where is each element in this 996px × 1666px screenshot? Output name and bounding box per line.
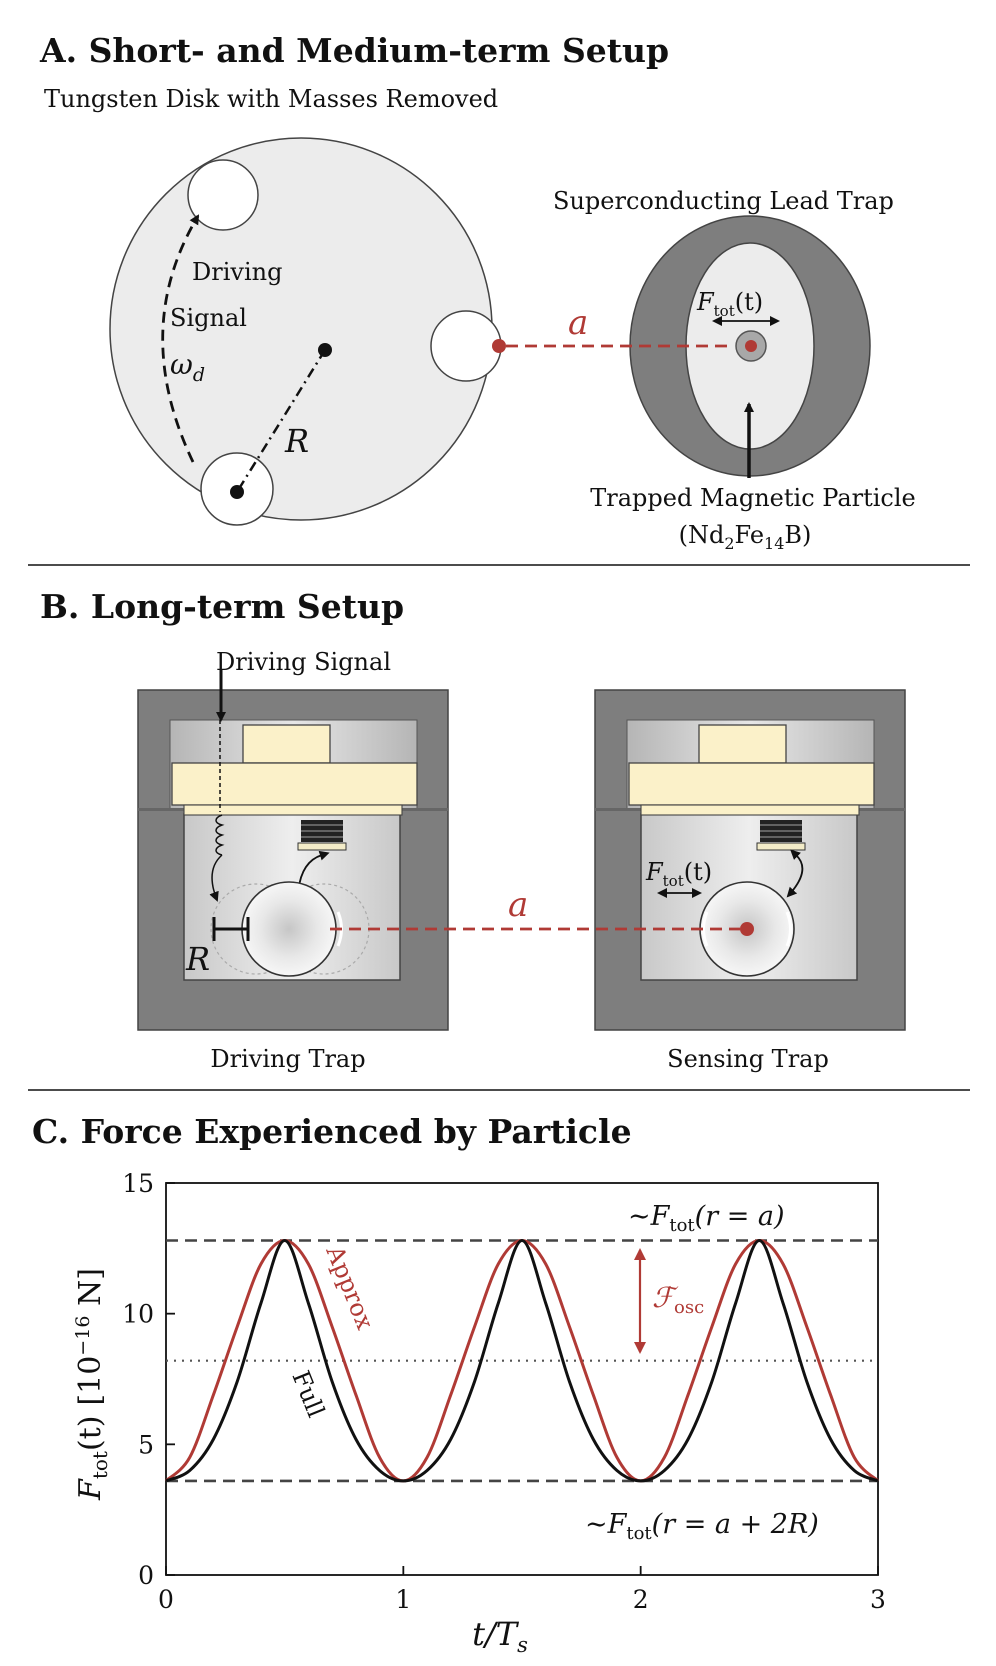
sensing-trap-top-block	[698, 724, 787, 764]
x-axis-label: t/Ts	[472, 1615, 528, 1657]
panel-c: C. Force Experienced by Particle 0 1 2 3 0 5…	[32, 1112, 886, 1657]
motion-mark	[785, 911, 792, 947]
y-tick-label: 15	[122, 1169, 154, 1198]
sensing-particle-center	[740, 922, 754, 936]
y-axis-label: Ftot(t)[10−16 N]	[72, 1268, 112, 1501]
radius-label-b: R	[185, 940, 210, 978]
x-tick-label: 0	[158, 1585, 174, 1614]
radius-line	[235, 349, 327, 493]
driving-signal-arrow	[161, 214, 200, 463]
x-tick-label: 1	[395, 1585, 411, 1614]
force-label-b: Ftot(t)	[645, 858, 712, 890]
plot-frame	[165, 1182, 879, 1576]
x-tick-label: 2	[633, 1585, 649, 1614]
x-ticks: 0 1 2 3	[158, 1566, 886, 1614]
y-tick-label: 0	[138, 1561, 154, 1590]
coil-base	[297, 842, 347, 851]
coil-stack-right	[756, 820, 806, 851]
y-tick-label: 10	[122, 1300, 154, 1329]
sensing-trap-shim	[640, 804, 860, 816]
driving-trap-label: Driving Trap	[210, 1045, 365, 1073]
y-ticks: 0 5 10 15	[122, 1169, 175, 1590]
driving-particle	[241, 881, 337, 977]
coil-base	[756, 842, 806, 851]
coupling-arrow-right	[786, 849, 804, 898]
disk-label: Tungsten Disk with Masses Removed	[44, 85, 498, 113]
y-tick-label: 5	[138, 1430, 154, 1459]
particle-center-dot	[745, 340, 757, 352]
signal-word: Signal	[170, 304, 247, 332]
full-curve-label: Full	[286, 1367, 330, 1422]
series-line-full	[165, 1238, 879, 1483]
panel-a: A. Short- and Medium-term Setup Tungsten…	[39, 31, 916, 553]
drive-coil	[212, 814, 222, 900]
panel-c-title: C. Force Experienced by Particle	[32, 1112, 632, 1151]
particle-label: Trapped Magnetic Particle	[590, 484, 916, 512]
trap-label: Superconducting Lead Trap	[553, 187, 894, 215]
sensing-trap-coil-plate	[628, 762, 875, 806]
source-mass-dot	[492, 339, 506, 353]
driving-trap-shim	[183, 804, 403, 816]
lower-annotation: ∼Ftot(r = a + 2R)	[585, 1509, 819, 1544]
coil-stack-left	[297, 820, 347, 851]
sensing-trap: Ftot(t) Sensing Trap	[594, 689, 906, 1073]
motion-mark	[702, 911, 709, 947]
series-line-approx	[164, 1238, 880, 1483]
particle-formula: (Nd2Fe14B)	[679, 521, 812, 553]
fosc-label: ℱosc	[652, 1281, 704, 1318]
upper-annotation: ∼Ftot(r = a)	[628, 1201, 785, 1236]
distance-a-label-b: a	[508, 885, 528, 925]
sensing-trap-label: Sensing Trap	[667, 1045, 829, 1073]
panel-a-title: A. Short- and Medium-term Setup	[39, 31, 669, 70]
removed-mass-hole-right	[430, 310, 502, 382]
force-label-a: Ftot(t)	[696, 288, 763, 320]
driving-word: Driving	[192, 258, 282, 286]
driving-trap-top-block	[242, 724, 331, 764]
reference-lines	[166, 1239, 878, 1483]
panel-b: B. Long-term Setup Driving Signal	[40, 587, 906, 1073]
driving-trap: R Driving Trap	[137, 670, 449, 1073]
driving-signal-label: Driving Signal	[216, 648, 391, 676]
series-group	[164, 1238, 880, 1483]
force-plot: 0 1 2 3 0 5 10 15	[122, 1169, 886, 1614]
radius-label: R	[284, 422, 309, 460]
omega-d-label: ωd	[170, 348, 205, 386]
panel-b-title: B. Long-term Setup	[40, 587, 404, 626]
driving-trap-coil-plate	[171, 762, 418, 806]
distance-a-label: a	[568, 303, 588, 343]
removed-mass-hole-top	[187, 159, 259, 231]
x-tick-label: 3	[870, 1585, 886, 1614]
